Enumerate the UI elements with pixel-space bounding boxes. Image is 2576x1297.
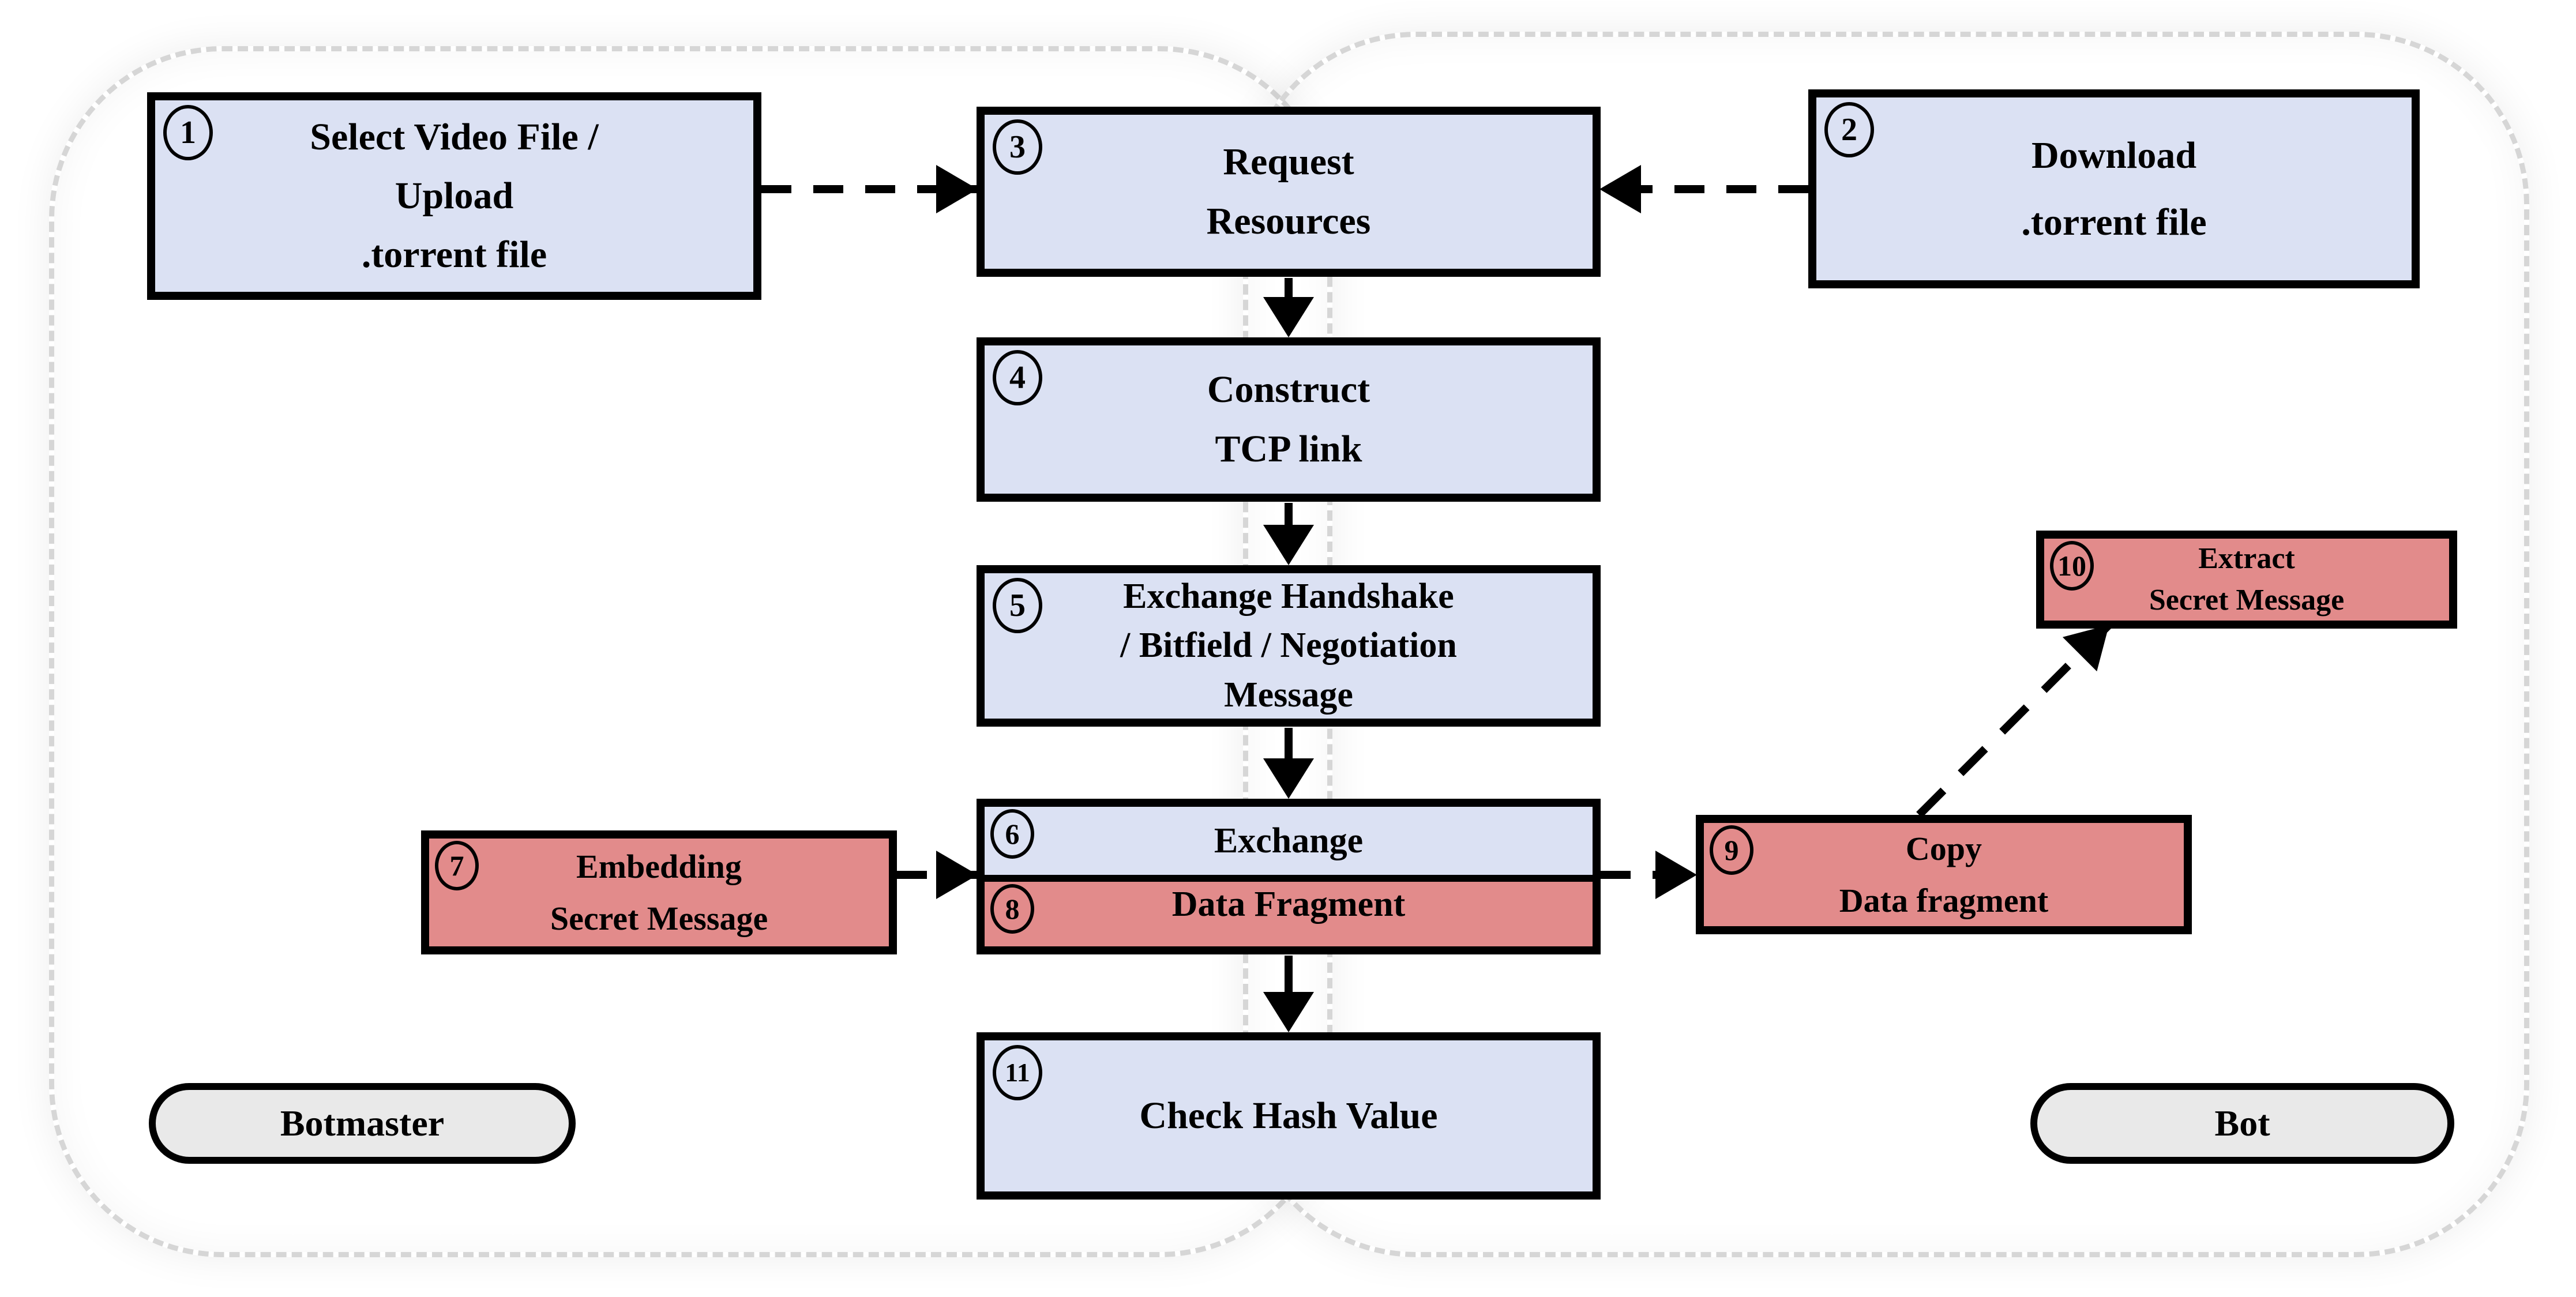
node-exchange-data-fragment: 6 Exchange 8 Data Fragment	[977, 799, 1601, 954]
actor-bot: Bot	[2030, 1083, 2454, 1164]
arrow-step5-to-step6	[1263, 728, 1314, 799]
arrowhead-down-icon	[1263, 525, 1314, 565]
step-badge-5: 5	[993, 578, 1042, 633]
node-download-torrent: 2 Download .torrent file	[1808, 89, 2420, 288]
node-extract-secret-message: 10 Extract Secret Message	[2036, 531, 2457, 629]
node-label: Check Hash Value	[1139, 1094, 1438, 1137]
step-badge-8: 8	[990, 884, 1034, 934]
step-badge-1: 1	[163, 105, 213, 160]
node-label: Extract Secret Message	[2149, 542, 2345, 616]
node-label: Construct TCP link	[1207, 369, 1370, 470]
node-check-hash-value: 11 Check Hash Value	[977, 1032, 1601, 1200]
node-select-video-file: 1 Select Video File / Upload .torrent fi…	[147, 92, 761, 300]
node-label: Exchange	[1214, 821, 1364, 860]
arrow-step6-to-step9	[1601, 851, 1697, 899]
arrowhead-left-icon	[1599, 165, 1641, 213]
step-badge-6: 6	[990, 809, 1034, 859]
actor-label: Botmaster	[280, 1103, 445, 1144]
node-label: Data Fragment	[1171, 885, 1406, 924]
arrow-step4-to-step5	[1263, 503, 1314, 565]
node-label: Embedding Secret Message	[550, 847, 768, 937]
step-badge-11: 11	[993, 1045, 1042, 1100]
step-badge-7: 7	[435, 841, 479, 890]
node-request-resources: 3 Request Resources	[977, 107, 1601, 277]
step-badge-2: 2	[1824, 102, 1874, 157]
node-label: Copy Data fragment	[1839, 829, 2049, 919]
arrowhead-right-icon	[936, 851, 978, 899]
arrow-step1-to-step3	[761, 165, 978, 213]
node-label: Select Video File / Upload .torrent file	[310, 115, 599, 276]
arrow-step8-to-step11	[1263, 956, 1314, 1032]
arrow-step2-to-step3	[1599, 165, 1808, 213]
arrow-step3-to-step4	[1263, 278, 1314, 337]
arrowhead-right-icon	[1655, 851, 1697, 899]
node-exchange-half: 6 Exchange	[985, 807, 1593, 882]
arrowhead-down-icon	[1263, 992, 1314, 1032]
node-exchange-handshake: 5 Exchange Handshake / Bitfield / Negoti…	[977, 565, 1601, 727]
arrow-step7-to-step8	[897, 851, 978, 899]
node-construct-tcp-link: 4 Construct TCP link	[977, 337, 1601, 502]
node-embedding-secret-message: 7 Embedding Secret Message	[421, 830, 897, 954]
node-label: Exchange Handshake / Bitfield / Negotiat…	[1120, 576, 1457, 715]
step-badge-4: 4	[993, 350, 1042, 405]
arrowhead-down-icon	[1263, 297, 1314, 337]
step-badge-3: 3	[993, 119, 1042, 175]
node-data-fragment-half: 8 Data Fragment	[985, 882, 1593, 946]
arrowhead-down-icon	[1263, 758, 1314, 799]
actor-label: Bot	[2214, 1103, 2270, 1144]
node-label: Request Resources	[1206, 141, 1371, 242]
arrowhead-right-icon	[936, 165, 978, 213]
step-badge-10: 10	[2050, 541, 2094, 591]
node-label: Download .torrent file	[2021, 134, 2207, 243]
step-badge-9: 9	[1710, 825, 1753, 875]
actor-botmaster: Botmaster	[149, 1083, 576, 1164]
node-copy-data-fragment: 9 Copy Data fragment	[1696, 815, 2192, 934]
